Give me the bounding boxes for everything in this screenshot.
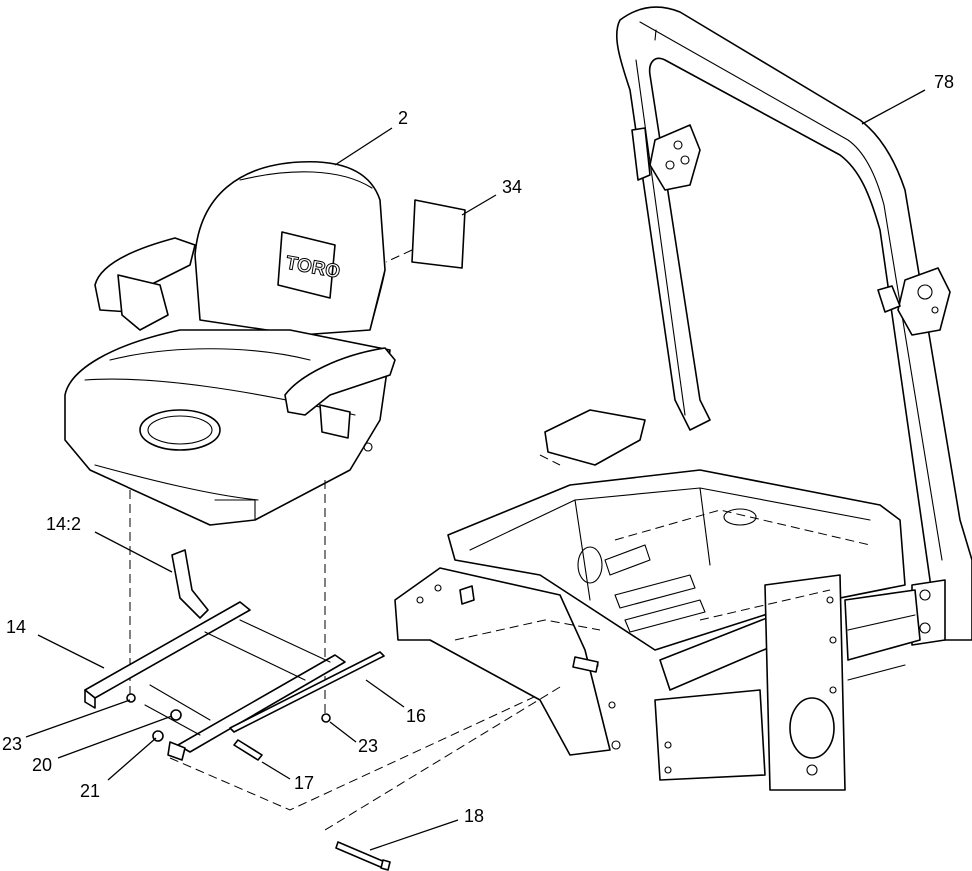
seat-adjuster-part	[84, 549, 385, 761]
callout-16: 16	[406, 706, 426, 726]
callout-18: 18	[464, 806, 484, 826]
callout-2: 2	[398, 108, 408, 128]
callout-21: 21	[80, 781, 100, 801]
leader-lines	[25, 89, 926, 851]
callout-34: 34	[502, 177, 522, 197]
callout-23-right: 23	[358, 736, 378, 756]
toro-logo-plate: TORO	[277, 231, 342, 299]
callout-23-left: 23	[2, 734, 22, 754]
callout-14-2: 14:2	[46, 514, 81, 534]
seat-assembly-part: TORO	[64, 160, 396, 526]
callout-78: 78	[934, 72, 954, 92]
frame-part	[394, 409, 921, 791]
callout-17: 17	[294, 773, 314, 793]
roll-bar-part	[616, 6, 972, 646]
callout-20: 20	[32, 755, 52, 775]
callout-labels: 2 34 78 14:2 14 16 23 20 21 23 17 18	[2, 72, 954, 826]
decal-part	[411, 199, 466, 269]
callout-14: 14	[6, 617, 26, 637]
pin-part	[335, 841, 391, 871]
